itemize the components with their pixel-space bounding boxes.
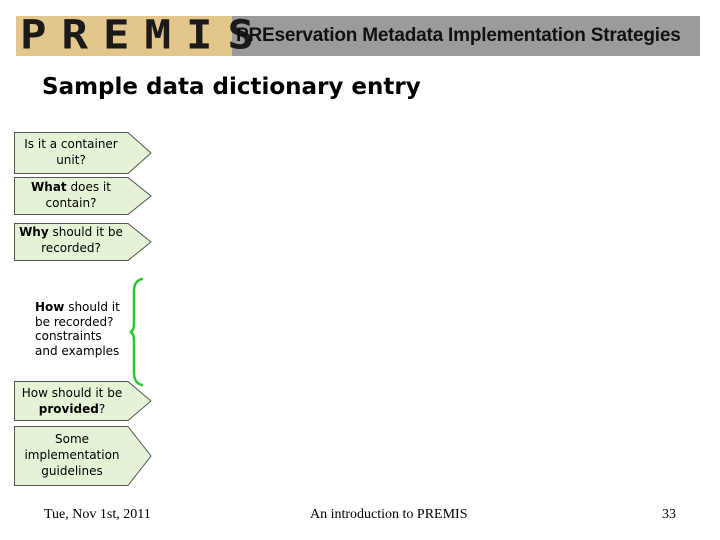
arrow-label: How should it be provided? (20, 385, 124, 417)
arrow-provided: How should it be provided? (14, 381, 152, 421)
arrow-shape (14, 381, 152, 421)
footer-title: An introduction to PREMIS (310, 507, 468, 522)
how-bold: How (35, 300, 65, 314)
header-banner: PREMIS PREservation Metadata Implementat… (16, 15, 700, 56)
arrow-label-rest: should it be recorded? (41, 225, 123, 255)
arrow-shape (14, 132, 152, 174)
arrow-guidelines: Some implementation guidelines (14, 426, 152, 486)
arrow-container-unit: Is it a container unit? (14, 132, 152, 174)
arrow-label: Why should it be recorded? (14, 224, 128, 256)
page-number: 33 (662, 507, 676, 522)
arrow-why: Why should it be recorded? (14, 223, 152, 261)
logo-text: PREMIS (20, 11, 269, 59)
provided-pre: How should it be (21, 386, 123, 400)
page-title: Sample data dictionary entry (42, 74, 421, 100)
how-line1: should it (64, 300, 120, 314)
arrow-label-bold: Why (19, 225, 49, 239)
arrow-label-bold: What (31, 180, 67, 194)
arrow-label-rest: does it contain? (45, 180, 111, 210)
provided-bold: provided (38, 402, 99, 416)
footer-date: Tue, Nov 1st, 2011 (44, 507, 151, 522)
arrow-label: What does it contain? (14, 179, 128, 211)
arrow-shape (14, 426, 152, 486)
arrow-shape (14, 223, 152, 261)
how-recorded-text: How should it be recorded? constraints a… (35, 300, 135, 358)
banner-title: PREservation Metadata Implementation Str… (236, 25, 681, 46)
green-brace (129, 277, 144, 387)
arrow-label: Some implementation guidelines (24, 432, 120, 478)
arrow-label: Is it a container unit? (24, 137, 118, 167)
how-line3: constraints (35, 329, 102, 344)
arrow-what: What does it contain? (14, 177, 152, 215)
premis-logo: PREMIS (16, 15, 254, 56)
provided-post: ? (98, 402, 106, 416)
arrow-shape (14, 177, 152, 215)
how-line4: and examples (35, 343, 120, 358)
how-line2: be recorded? (35, 314, 114, 329)
